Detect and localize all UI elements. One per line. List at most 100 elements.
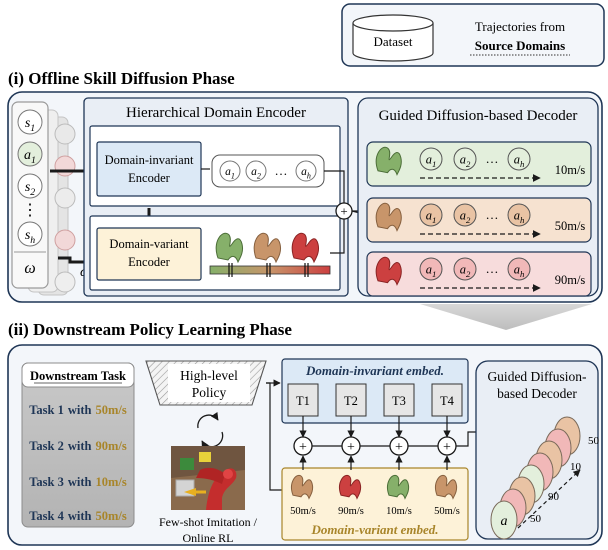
variant-embed-box xyxy=(281,467,469,541)
decoder-token: a1 xyxy=(419,203,443,227)
sum-node-plus: + xyxy=(443,440,451,455)
sequence-action-token-symbol: a1 xyxy=(24,148,36,166)
invariant-encoder-label-1: Domain-invariant xyxy=(105,153,194,167)
variant-to-sum-line xyxy=(330,219,345,254)
green-block xyxy=(180,458,194,470)
cycle-arrow-icon xyxy=(201,431,224,450)
cycle-arrow-icon xyxy=(197,411,219,429)
stacked-skill-token xyxy=(490,500,518,540)
decoder-token-symbol: a2 xyxy=(460,152,471,169)
sum-node xyxy=(293,436,313,456)
invariant-encoder-box[interactable] xyxy=(96,141,202,197)
phase1-title: (i) Offline Skill Diffusion Phase xyxy=(8,69,235,88)
decoder-token-symbol: ah xyxy=(514,152,525,169)
stack-front-token-label: a xyxy=(501,514,508,529)
rl-label-line2: Online RL xyxy=(183,531,234,545)
invariant-to-sum-line xyxy=(324,170,345,203)
decoder-token: ah xyxy=(507,257,531,281)
sequence-ellipsis: ⋮ xyxy=(22,202,38,219)
decoder-token: a1 xyxy=(419,147,443,171)
decoder-ellipsis: … xyxy=(486,207,499,222)
task-embed-label: T4 xyxy=(440,394,455,408)
tan-domain-glyph xyxy=(253,232,281,264)
rl-label-line1: Few-shot Imitation / xyxy=(159,515,258,529)
decoder-token-symbol: ah xyxy=(514,262,525,279)
sequence-state-token-symbol: sh xyxy=(25,228,35,246)
variant-embed-glyph xyxy=(339,474,362,500)
sequence-ghost-circle xyxy=(54,187,76,209)
task-embed-label: T2 xyxy=(344,394,358,408)
sum-row-to-decoder-arrow xyxy=(456,428,483,447)
dataset-caption-line1: Trajectories from xyxy=(475,19,565,34)
dataset-cylinder: Dataset xyxy=(352,14,434,62)
arrow-to-variant-encoder xyxy=(58,256,98,268)
sum-node-plus: + xyxy=(340,204,347,219)
decoder-token: a2 xyxy=(453,257,477,281)
sum-node xyxy=(389,436,409,456)
sequence-ghost-circle xyxy=(54,123,76,145)
decoder-token: a2 xyxy=(453,147,477,171)
decoder-row-glyph xyxy=(375,256,402,286)
policy-label-line1: High-level xyxy=(180,368,238,383)
stack-label: 50 xyxy=(588,435,600,447)
decoder-token-symbol: a2 xyxy=(460,208,471,225)
robot-arm-link xyxy=(196,467,225,484)
stack-label: 90 xyxy=(548,491,560,503)
task-embed-token xyxy=(335,383,367,417)
diffusion-decoder-title: Guided Diffusion-based Decoder xyxy=(379,108,578,124)
decoder-row-glyph xyxy=(375,146,402,176)
decoder-row: a1 a2 ah … 50m/s xyxy=(366,197,592,243)
decoder-token-symbol: a1 xyxy=(426,262,437,279)
sequence-ghost-circle xyxy=(54,271,76,293)
stack-label: 50 xyxy=(530,513,542,525)
dataset-panel: Dataset Trajectories from Source Domains xyxy=(341,3,605,67)
decoder-token: a2 xyxy=(453,203,477,227)
sequence-state-token: s2 xyxy=(17,173,43,199)
green-domain-glyph xyxy=(215,232,243,264)
task-embed-token xyxy=(431,383,463,417)
sum-node-plus: + xyxy=(299,440,307,455)
task-embed-label: T1 xyxy=(296,394,310,408)
variant-embed-glyph xyxy=(387,474,410,500)
downstream-task-title: Downstream Task xyxy=(30,369,126,383)
task-embed-token xyxy=(287,383,319,417)
invariant-encoder-label-2: Encoder xyxy=(128,171,170,185)
skill-token: ah xyxy=(295,160,317,182)
red-domain-glyph xyxy=(291,232,319,264)
decoder-speed-label: 90m/s xyxy=(555,273,586,287)
sum-node-plus: + xyxy=(347,440,355,455)
decoder-speed-label: 50m/s xyxy=(555,219,586,233)
decoder-row: a1 a2 ah … 10m/s xyxy=(366,141,592,187)
variant-speed-label: 10m/s xyxy=(386,506,412,517)
task-embed-label: T3 xyxy=(392,394,406,408)
phase2-decoder-label-1: Guided Diffusion- xyxy=(487,369,587,384)
sequence-state-token-symbol: s2 xyxy=(25,180,35,198)
diffusion-direction-arrow xyxy=(517,469,581,529)
variant-encoder-box[interactable] xyxy=(96,227,202,281)
decoder-ellipsis: … xyxy=(486,151,499,166)
phase2-title: (ii) Downstream Policy Learning Phase xyxy=(8,320,292,339)
downstream-task-header xyxy=(21,362,135,388)
sequence-ghost-circle xyxy=(54,229,76,251)
dataset-caption-line2: Source Domains xyxy=(475,38,565,53)
skill-token-symbol: a1 xyxy=(225,166,235,180)
skill-token-symbol: a2 xyxy=(251,166,261,180)
decoder-token: a1 xyxy=(419,257,443,281)
yellow-block xyxy=(199,452,211,462)
decoder-speed-label: 10m/s xyxy=(555,163,586,177)
sequence-omega: ω xyxy=(24,260,35,277)
skill-token-ellipsis: … xyxy=(275,163,288,178)
variant-speed-label: 90m/s xyxy=(338,506,364,517)
variant-encoder-label-1: Domain-variant xyxy=(109,237,189,251)
robot-scene-image xyxy=(171,446,245,510)
robot-joint xyxy=(223,469,233,479)
sum-node xyxy=(341,436,361,456)
decoder-token: ah xyxy=(507,203,531,227)
sequence-state-token: sh xyxy=(17,221,43,247)
skill-token: a2 xyxy=(245,160,267,182)
